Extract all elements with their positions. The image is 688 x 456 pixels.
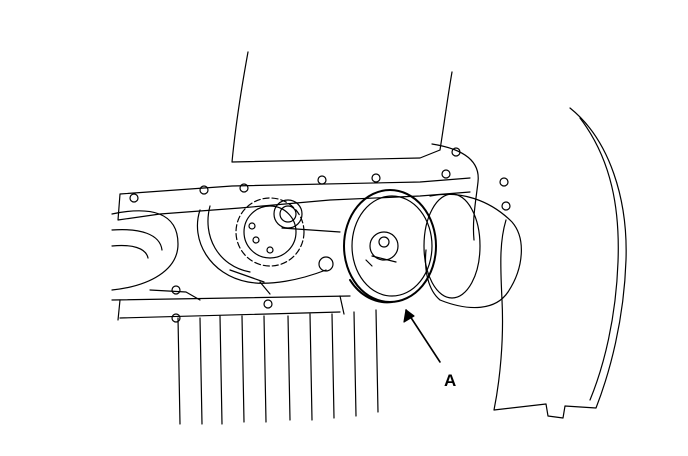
lower-bracket — [149, 269, 271, 301]
timing-gear — [235, 197, 341, 267]
wheelwell-panel — [493, 107, 627, 419]
engine-block-outline — [231, 51, 453, 163]
callout-leader-line — [405, 309, 441, 363]
mount-bracket — [424, 193, 522, 309]
engine-side-curve — [431, 143, 479, 241]
wheelwell-inner-line — [579, 117, 619, 401]
block-left-shape — [111, 210, 179, 291]
timing-cover-top — [117, 177, 471, 221]
callout-arrowhead — [403, 309, 415, 323]
timing-housing — [196, 209, 327, 284]
oil-pan — [111, 295, 379, 425]
bolt-holes — [129, 147, 511, 323]
callout-label-a: A — [444, 371, 457, 390]
crankshaft-pulley — [343, 189, 437, 304]
